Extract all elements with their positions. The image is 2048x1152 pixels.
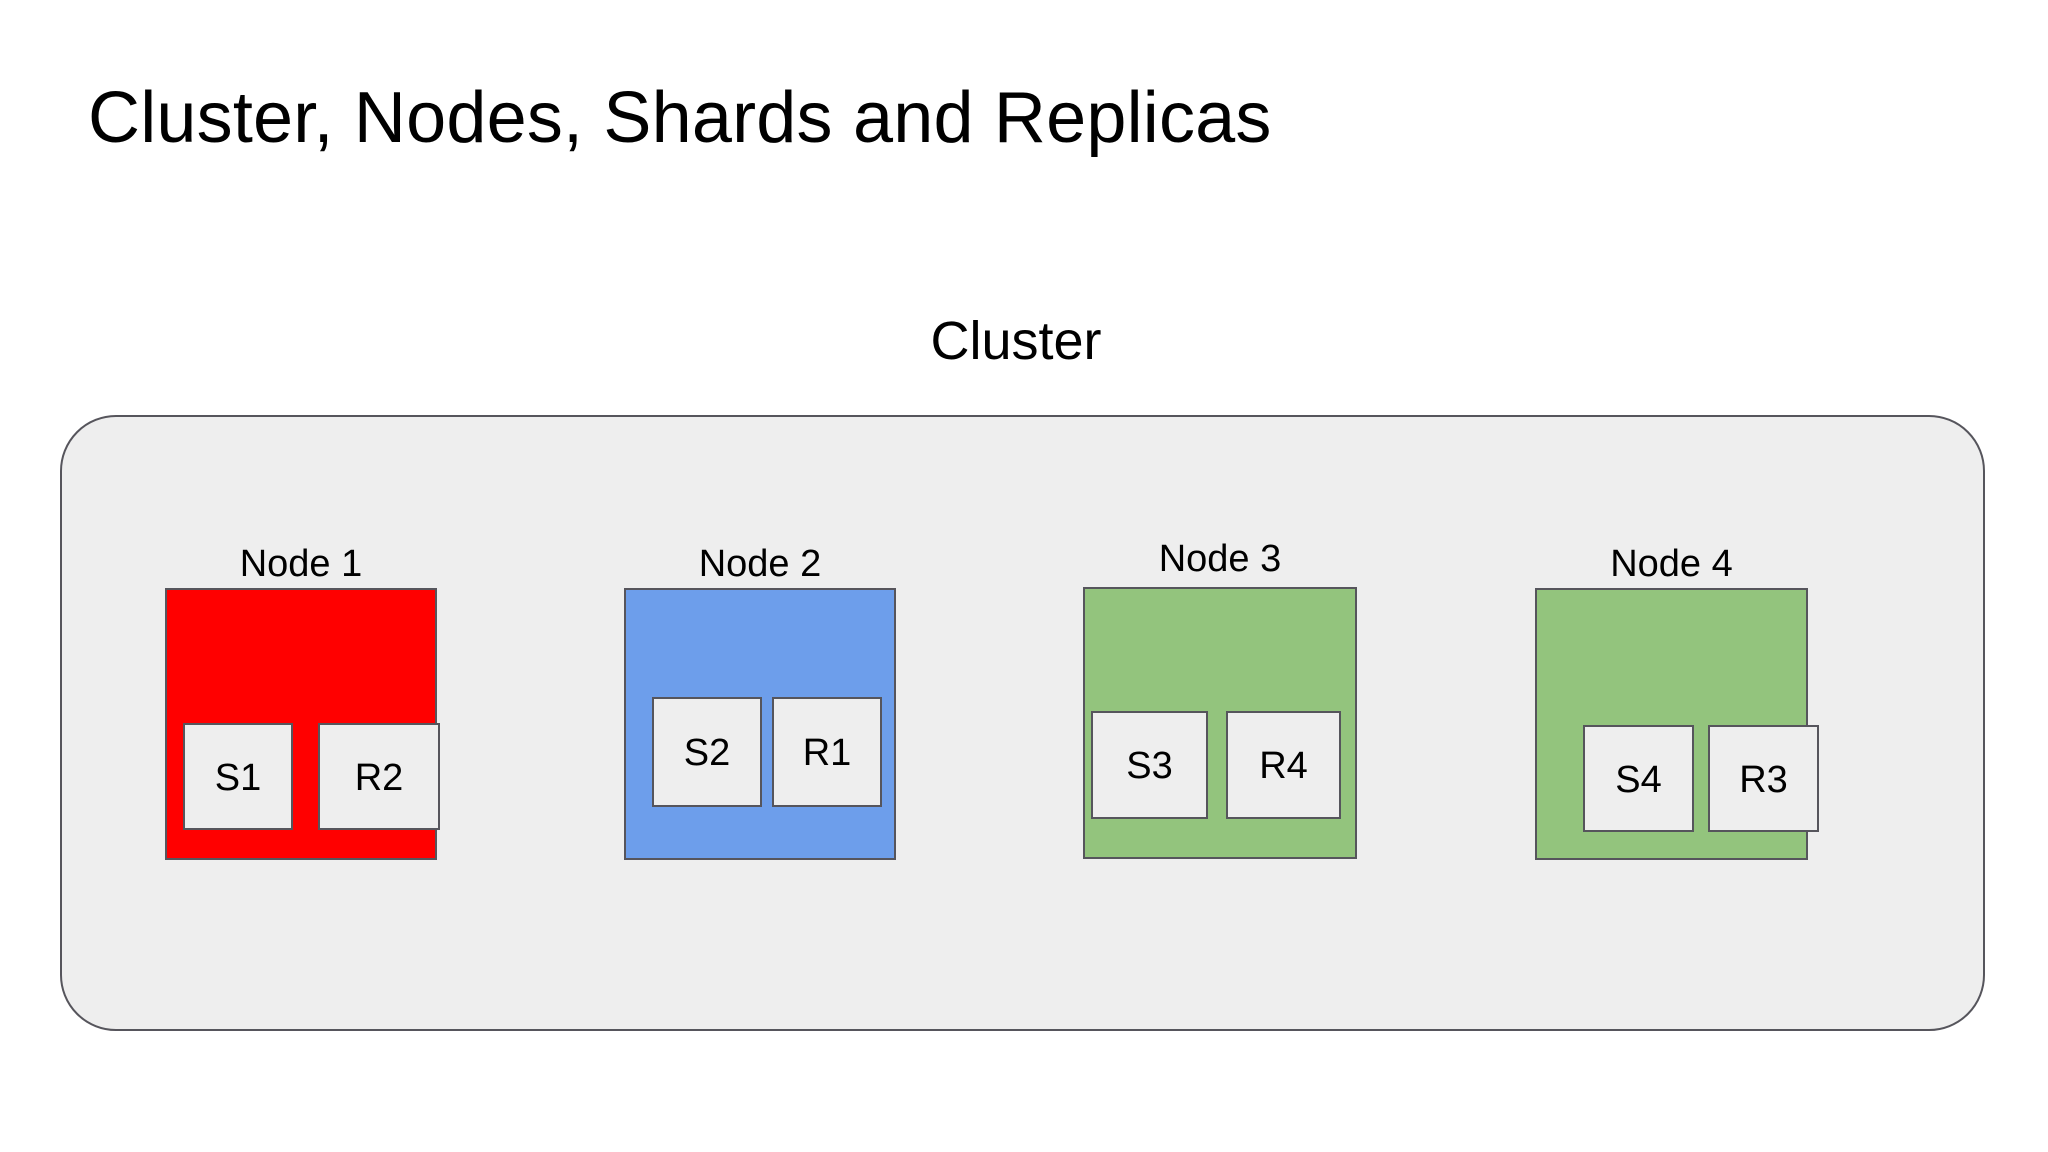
shard-tile-s1[interactable]: S1 [183, 723, 293, 830]
page-title: Cluster, Nodes, Shards and Replicas [88, 78, 1272, 158]
shard-tile-s4[interactable]: S4 [1583, 725, 1694, 832]
shard-tile-label: S1 [214, 756, 262, 799]
node-box-3[interactable]: S3 R4 [1083, 587, 1357, 859]
node-label-4: Node 4 [1610, 543, 1733, 585]
replica-tile-r1[interactable]: R1 [772, 697, 882, 807]
node-label-2: Node 2 [698, 543, 822, 585]
shard-tile-s2[interactable]: S2 [652, 697, 762, 807]
shard-tile-s3[interactable]: S3 [1091, 711, 1208, 819]
node-group-1: Node 1 S1 R2 [165, 543, 440, 860]
node-label-3: Node 3 [1158, 538, 1282, 580]
node-box-1[interactable]: S1 R2 [165, 588, 440, 860]
shard-tile-label: S3 [1126, 745, 1173, 787]
node-box-4[interactable]: S4 R3 [1535, 588, 1819, 860]
cluster-caption: Cluster [0, 310, 2048, 372]
node-group-4: Node 4 S4 R3 [1535, 543, 1819, 860]
node-box-2[interactable]: S2 R1 [624, 588, 896, 860]
replica-tile-r4[interactable]: R4 [1226, 711, 1341, 819]
cluster-caption-label: Cluster [930, 311, 1102, 371]
shard-tile-label: S4 [1615, 758, 1662, 801]
replica-tile-label: R3 [1739, 758, 1788, 801]
replica-tile-label: R4 [1259, 745, 1308, 787]
replica-tile-r2[interactable]: R2 [318, 723, 440, 830]
replica-tile-r3[interactable]: R3 [1708, 725, 1819, 832]
node-group-3: Node 3 S3 R4 [1083, 540, 1357, 860]
replica-tile-label: R1 [802, 732, 852, 774]
shard-tile-label: S2 [683, 732, 731, 774]
node-label-1: Node 1 [239, 543, 363, 585]
replica-tile-label: R2 [354, 756, 404, 799]
node-group-2: Node 2 S2 R1 [624, 545, 896, 860]
